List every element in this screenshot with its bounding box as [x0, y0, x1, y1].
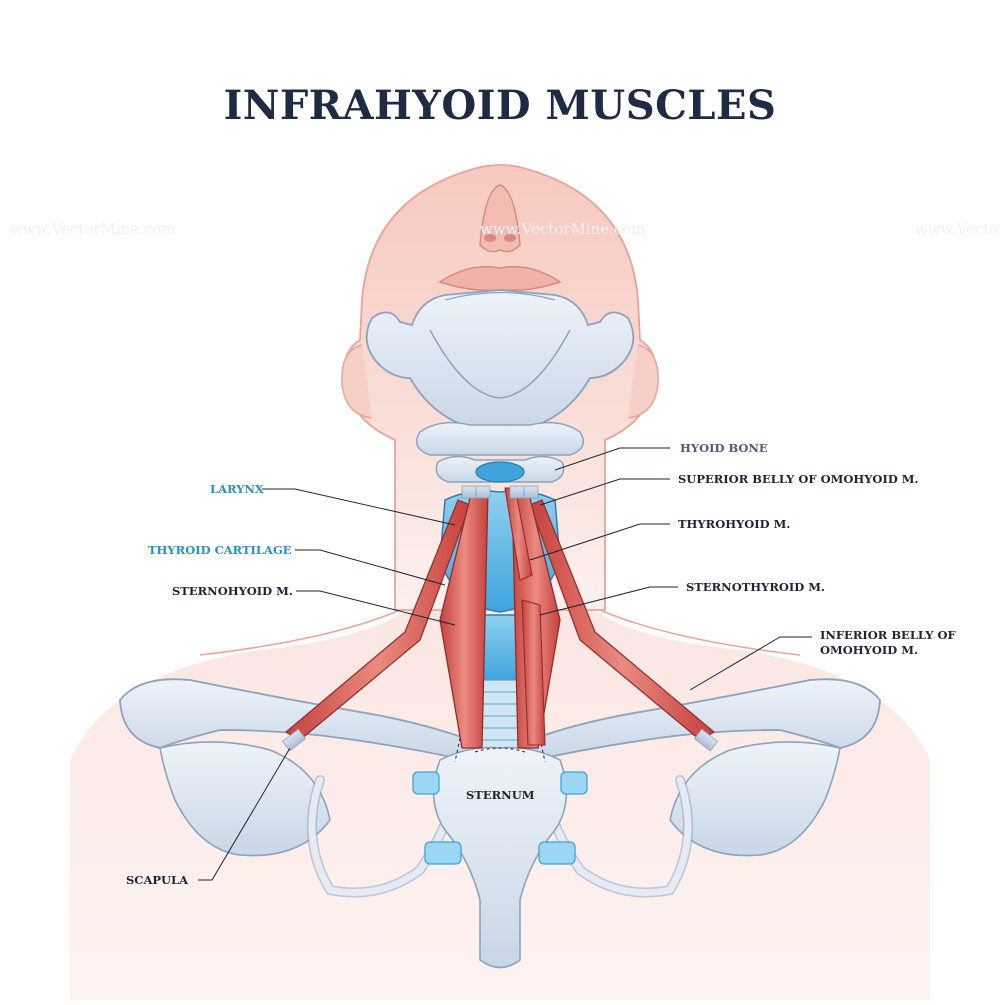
sternothyroid: [521, 599, 546, 746]
label-thyrohyoid: THYROHYOID M.: [678, 517, 791, 531]
label-larynx: LARYNX: [210, 482, 264, 496]
leader-larynx: [262, 488, 456, 526]
leader-thyroid-cartilage: [295, 549, 446, 586]
mandible: [365, 289, 635, 433]
watermark-center: www.VectorMine.com: [480, 220, 646, 238]
label-thyroid-cartilage: THYROID CARTILAGE: [148, 543, 292, 557]
label-inferior-belly-omohyoid-line2: OMOHYOID M.: [820, 643, 918, 657]
leader-thyrohyoid: [529, 523, 670, 561]
muscle-tendons: [281, 485, 719, 752]
leader-lines: [198, 447, 812, 881]
hyoid-bone: [435, 455, 565, 483]
leader-scapula: [198, 747, 291, 881]
trachea: [477, 679, 523, 751]
leader-sternothyroid: [539, 586, 678, 616]
page-title: INFRAHYOID MUSCLES: [223, 82, 777, 129]
label-superior-belly-omohyoid: SUPERIOR BELLY OF OMOHYOID M.: [678, 472, 919, 486]
watermark-right: www.VectorMine.com: [915, 220, 1000, 238]
cervical-vertebra: [415, 421, 585, 456]
watermark-left: www.VectorMine.com: [10, 220, 176, 238]
label-sternum: STERNUM: [466, 788, 535, 802]
leader-inferior-belly: [689, 636, 812, 691]
label-scapula: SCAPULA: [126, 873, 189, 887]
label-hyoid-bone: HYOID BONE: [680, 441, 768, 455]
label-sternohyoid: STERNOHYOID M.: [172, 584, 293, 598]
costal-cartilage: [412, 771, 588, 865]
leader-sternohyoid: [296, 590, 456, 626]
sternum: [432, 737, 568, 969]
leader-hyoid-bone: [554, 447, 670, 471]
leader-superior-belly: [539, 478, 670, 506]
label-inferior-belly-omohyoid-line1: INFERIOR BELLY OF: [820, 628, 956, 642]
label-sternothyroid: STERNOTHYROID M.: [686, 580, 826, 594]
